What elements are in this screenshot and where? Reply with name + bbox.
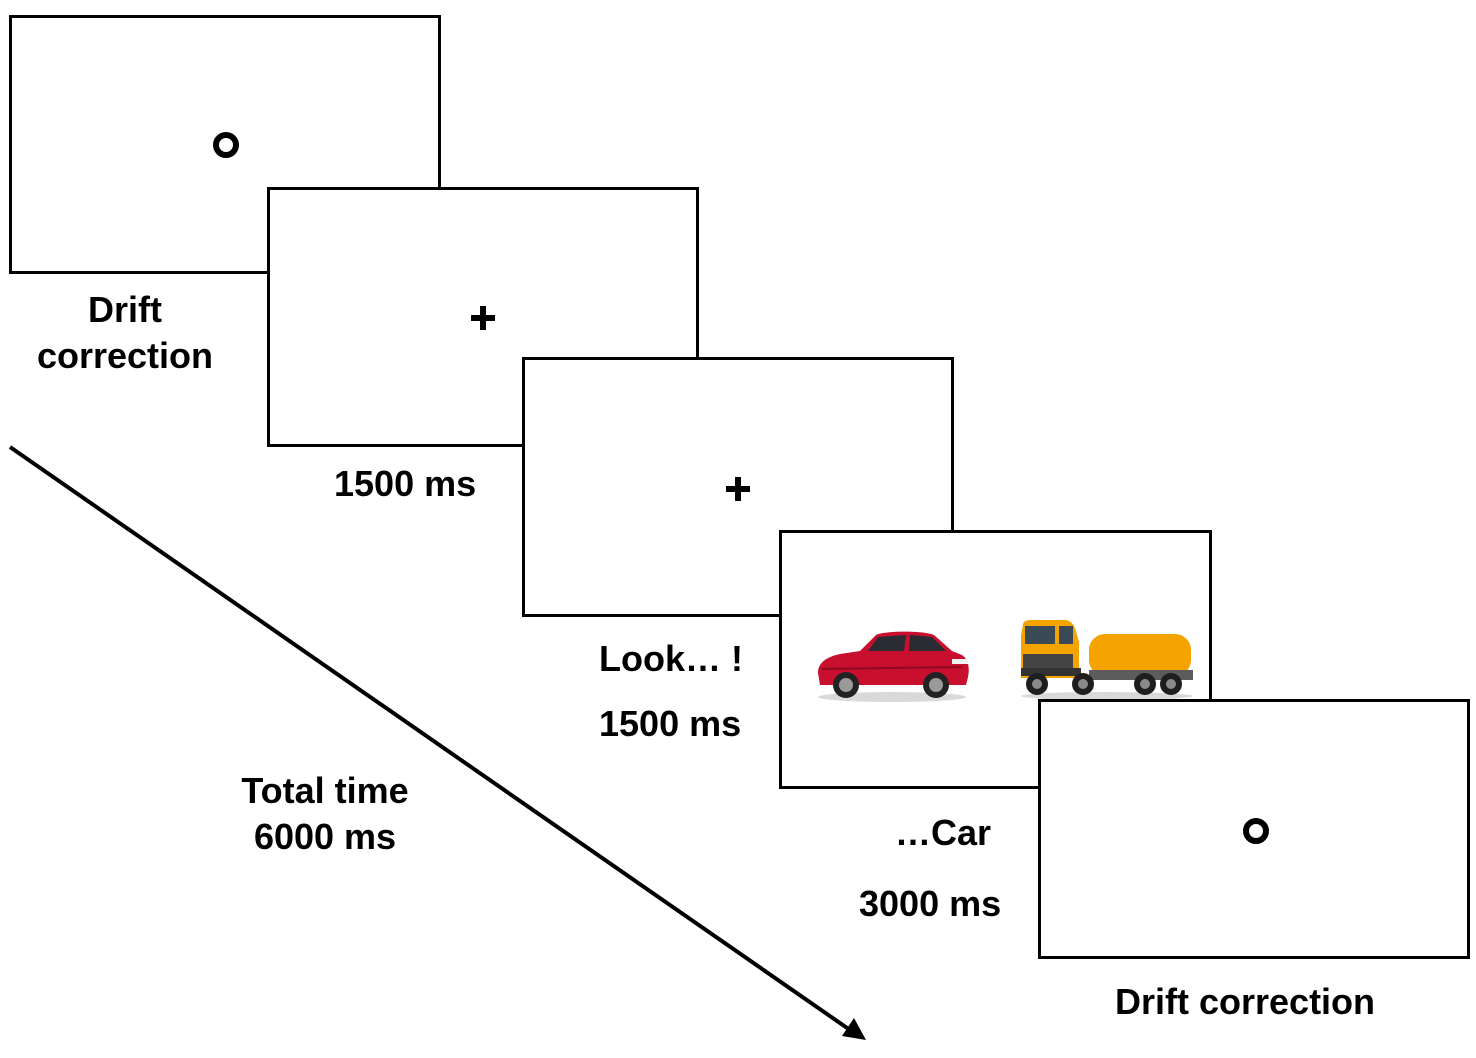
car-image [818,631,969,702]
total-time-line1: Total time [241,770,409,811]
fixation-cross-icon [726,477,750,501]
fixation-circle-icon [1243,818,1269,844]
fixation-2-duration: 1500 ms [599,703,742,744]
fixation-1-duration: 1500 ms [334,463,477,504]
stimulus-duration: 3000 ms [859,883,1002,924]
drift-label-line2: correction [36,335,214,376]
drift-correction-label-1: Drift correction [20,292,230,374]
total-time-label: Total time 6000 ms [210,773,440,855]
time-arrow-head [842,1018,866,1040]
screen-drift-correction-2 [1038,699,1470,959]
fixation-cross-icon [471,306,495,330]
screen-fixation-2 [522,357,954,617]
drift-correction-label-2: Drift correction [1115,981,1376,1022]
screen-drift-correction-1 [9,15,441,274]
prompt-text: Look… ! [599,638,743,679]
time-arrow-line [8,445,852,1032]
truck-image [1021,620,1193,700]
drift-label-line1: Drift [88,289,162,330]
target-word: …Car [895,812,992,853]
total-time-line2: 6000 ms [253,816,397,857]
fixation-circle-icon [213,132,239,158]
